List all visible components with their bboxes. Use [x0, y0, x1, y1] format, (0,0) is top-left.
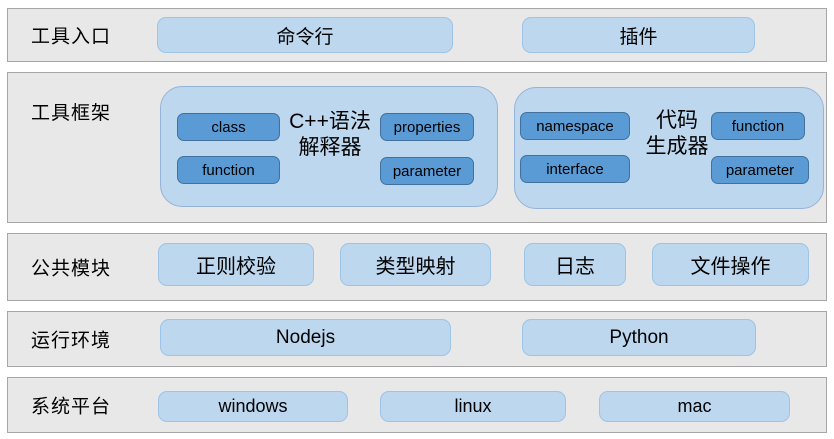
- node-file-operations: 文件操作: [652, 243, 809, 286]
- node-windows: windows: [158, 391, 348, 422]
- node-nodejs: Nodejs: [160, 319, 451, 356]
- node-plugin: 插件: [522, 17, 755, 53]
- node-python: Python: [522, 319, 756, 356]
- group-title-cpp-syntax-interpreter: C++语法 解释器: [289, 110, 371, 159]
- node-linux: linux: [380, 391, 566, 422]
- node-type-mapping: 类型映射: [340, 243, 491, 286]
- layer-label-common-modules: 公共模块: [31, 258, 112, 280]
- group-title-code-generator: 代码 生成器: [645, 109, 709, 158]
- layer-label-system-platform: 系统平台: [31, 396, 112, 418]
- layer-tool-framework: 工具框架 class function C++语法 解释器 properties…: [7, 72, 827, 223]
- box-parameter-interpreter: parameter: [380, 157, 474, 185]
- layer-common-modules: 公共模块 正则校验 类型映射 日志 文件操作: [7, 233, 827, 301]
- box-parameter-generator: parameter: [711, 156, 809, 184]
- box-namespace: namespace: [520, 112, 630, 140]
- group-code-generator: namespace interface 代码 生成器 function para…: [514, 87, 824, 209]
- node-log: 日志: [524, 243, 626, 286]
- layer-tool-entry: 工具入口 命令行 插件: [7, 8, 827, 62]
- layer-label-runtime-environment: 运行环境: [31, 330, 112, 352]
- layer-label-tool-entry: 工具入口: [31, 26, 112, 48]
- box-function-generator: function: [711, 112, 805, 140]
- node-mac: mac: [599, 391, 790, 422]
- layer-label-tool-framework: 工具框架: [31, 103, 112, 124]
- node-regex-validation: 正则校验: [158, 243, 314, 286]
- box-properties: properties: [380, 113, 474, 141]
- layer-runtime-environment: 运行环境 Nodejs Python: [7, 311, 827, 367]
- box-class: class: [177, 113, 280, 141]
- node-cmdline: 命令行: [157, 17, 453, 53]
- group-cpp-syntax-interpreter: class function C++语法 解释器 properties para…: [160, 86, 498, 207]
- box-interface: interface: [520, 155, 630, 183]
- layer-system-platform: 系统平台 windows linux mac: [7, 377, 827, 433]
- box-function-interpreter: function: [177, 156, 280, 184]
